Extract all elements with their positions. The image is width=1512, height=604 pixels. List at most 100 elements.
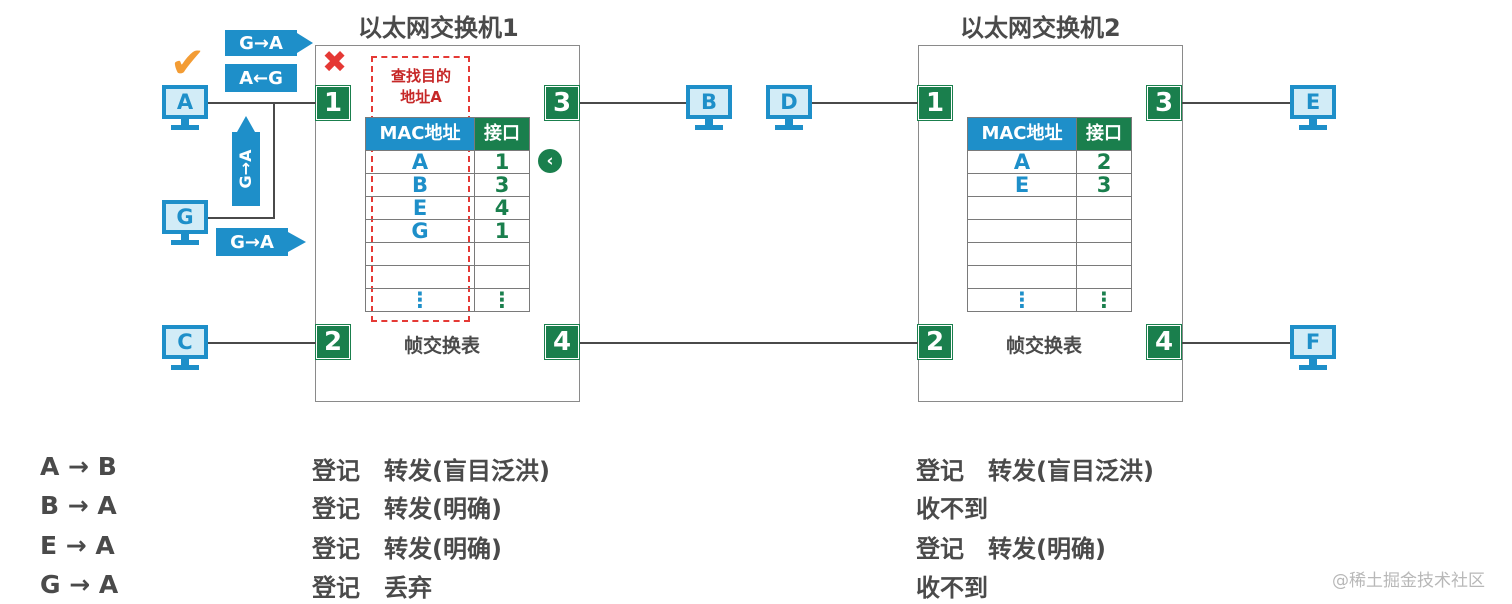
watermark: @稀土掘金技术社区 [1332, 571, 1485, 591]
switch2-port-1: 1 [917, 85, 953, 121]
row-pointer-icon: ‹ [538, 149, 562, 173]
mac-cell [967, 219, 1077, 243]
flow-label-3: E → A [40, 531, 115, 560]
port-header: 接口 [474, 117, 530, 151]
table-row [365, 242, 530, 266]
switch2-port-3: 3 [1146, 85, 1182, 121]
mac-ellipsis: ⋮ [967, 288, 1077, 312]
host-g-label: G [166, 204, 204, 230]
port-cell [474, 242, 530, 266]
switch1-port-3: 3 [544, 85, 580, 121]
port-cell [474, 265, 530, 289]
host-c-icon: C [162, 325, 208, 371]
switch1-port-4: 4 [544, 324, 580, 360]
port-cell [1076, 196, 1132, 220]
switch2-title: 以太网交换机2 [960, 14, 1121, 42]
host-b-label: B [690, 89, 728, 115]
search-note: 查找目的 地址A [374, 66, 468, 108]
check-icon: ✔ [170, 38, 206, 87]
mac-cell: B [365, 173, 475, 197]
link-sw2p3-e [1182, 102, 1290, 104]
switch1-table-caption: 帧交换表 [404, 335, 481, 357]
host-d-label: D [770, 89, 808, 115]
flow-label-4: G → A [40, 570, 119, 599]
mac-header: MAC地址 [967, 117, 1077, 151]
flow-sw2-result-2: 收不到 [916, 495, 988, 523]
mac-cell: A [365, 150, 475, 174]
frame-tag-bottom: G→A [216, 228, 288, 256]
table-row [365, 265, 530, 289]
host-a-icon: A [162, 85, 208, 131]
port-cell: 3 [1076, 173, 1132, 197]
link-sw1p4-sw2p2 [580, 342, 918, 344]
host-a-label: A [166, 89, 204, 115]
mac-cell [365, 242, 475, 266]
mac-header: MAC地址 [365, 117, 475, 151]
port-cell: 1 [474, 219, 530, 243]
table-row: ⋮⋮ [365, 288, 530, 312]
table-row [967, 196, 1132, 220]
switch1-port-1: 1 [315, 85, 351, 121]
port-cell: 4 [474, 196, 530, 220]
link-d-sw2p1 [812, 102, 918, 104]
link-c-port2 [208, 342, 316, 344]
mac-cell: E [365, 196, 475, 220]
mac-cell [967, 196, 1077, 220]
port-cell: 1 [474, 150, 530, 174]
arrow-right-icon [297, 33, 313, 53]
cross-icon: ✖ [322, 45, 348, 80]
link-sw2p4-f [1182, 342, 1290, 344]
search-note-line2: 地址A [400, 88, 442, 106]
port-cell [1076, 265, 1132, 289]
frame-tag-top1: G→A [225, 30, 297, 56]
flow-sw2-result-3: 登记 转发(明确) [916, 535, 1106, 563]
port-cell: 2 [1076, 150, 1132, 174]
table-row [967, 242, 1132, 266]
mac-cell: A [967, 150, 1077, 174]
link-sw1p3-b [580, 102, 686, 104]
host-c-label: C [166, 329, 204, 355]
flow-label-2: B → A [40, 491, 117, 520]
link-a-port1 [208, 102, 316, 104]
frame-tag-vertical: G→A [232, 132, 260, 206]
frame-tag-top2: A←G [225, 64, 297, 92]
flow-sw2-result-4: 收不到 [916, 574, 988, 602]
mac-cell [967, 242, 1077, 266]
table-row: ⋮⋮ [967, 288, 1132, 312]
switch2-port-2: 2 [917, 324, 953, 360]
host-g-icon: G [162, 200, 208, 246]
host-f-icon: F [1290, 325, 1336, 371]
host-b-icon: B [686, 85, 732, 131]
mac-cell [967, 265, 1077, 289]
host-f-label: F [1294, 329, 1332, 355]
search-note-line1: 查找目的 [390, 67, 451, 85]
port-cell [1076, 242, 1132, 266]
host-e-icon: E [1290, 85, 1336, 131]
switch2-port-4: 4 [1146, 324, 1182, 360]
port-header: 接口 [1076, 117, 1132, 151]
flow-sw2-result-1: 登记 转发(盲目泛洪) [916, 457, 1154, 485]
flow-sw1-result-2: 登记 转发(明确) [312, 495, 502, 523]
table-row [967, 219, 1132, 243]
switch1-port-2: 2 [315, 324, 351, 360]
link-g-vertical [273, 102, 275, 218]
flow-sw1-result-3: 登记 转发(明确) [312, 535, 502, 563]
port-ellipsis: ⋮ [474, 288, 530, 312]
mac-cell: G [365, 219, 475, 243]
port-ellipsis: ⋮ [1076, 288, 1132, 312]
table-row [967, 265, 1132, 289]
host-e-label: E [1294, 89, 1332, 115]
flow-sw1-result-1: 登记 转发(盲目泛洪) [312, 457, 550, 485]
port-cell [1076, 219, 1132, 243]
flow-label-1: A → B [40, 452, 117, 481]
mac-ellipsis: ⋮ [365, 288, 475, 312]
mac-cell: E [967, 173, 1077, 197]
host-d-icon: D [766, 85, 812, 131]
